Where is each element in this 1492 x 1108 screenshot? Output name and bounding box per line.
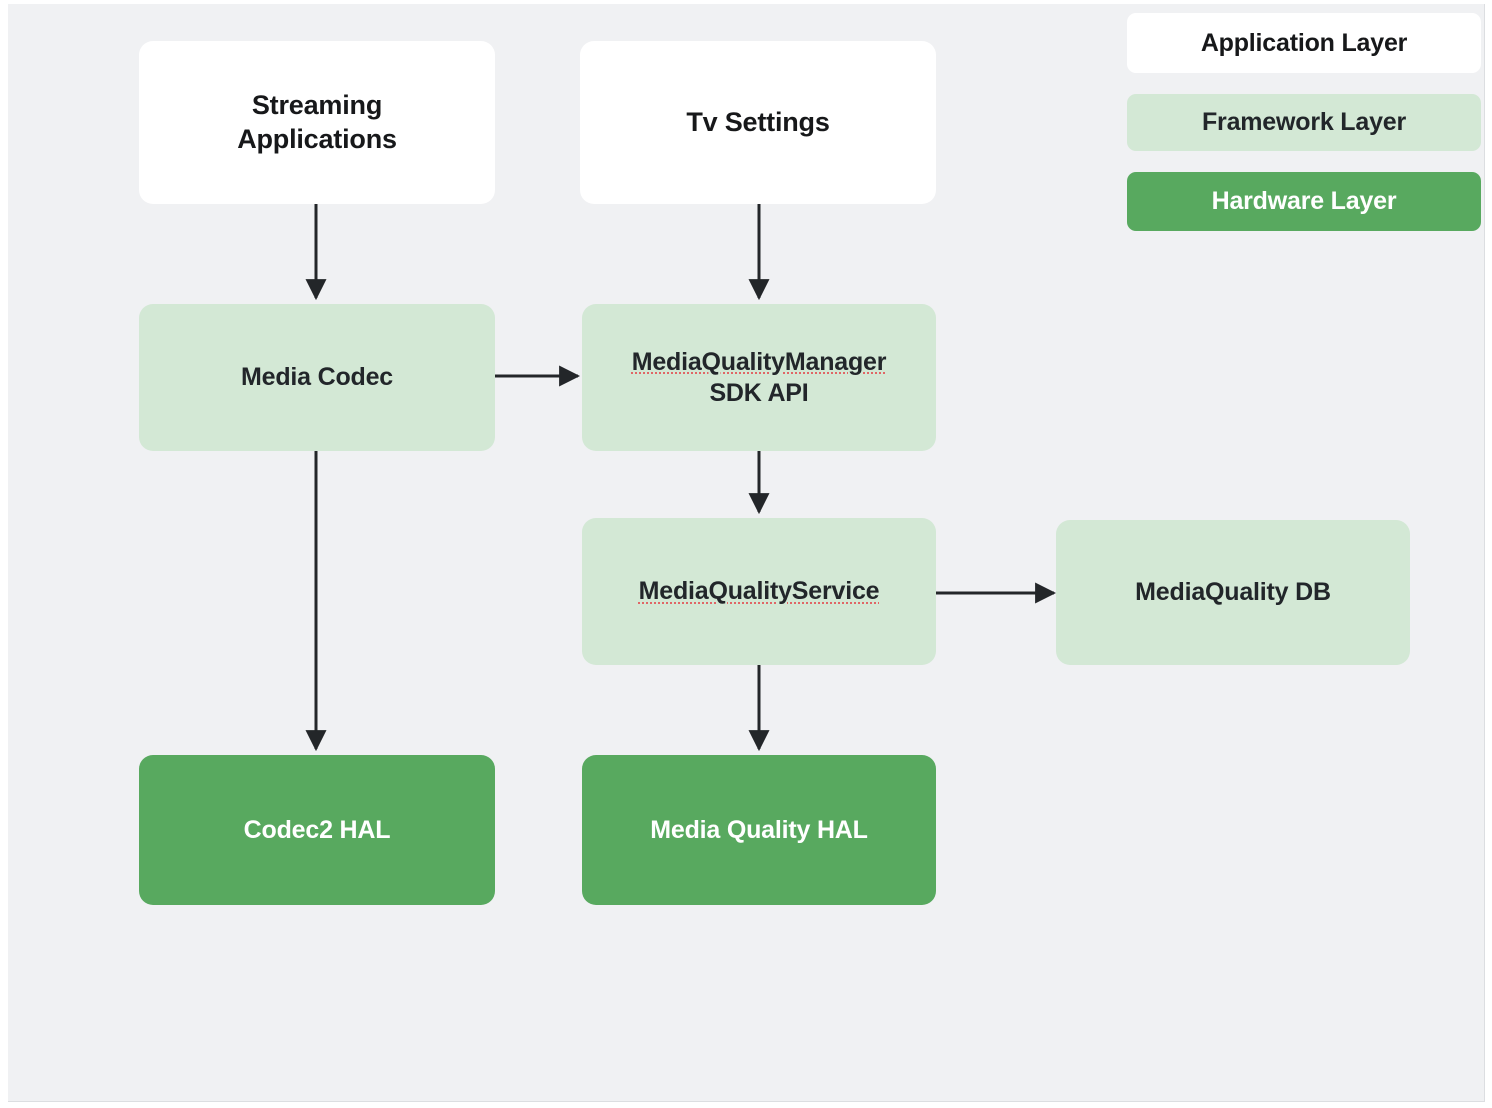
node-mediaqualityservice[interactable]: MediaQualityService (582, 518, 936, 665)
node-tv-settings[interactable]: Tv Settings (580, 41, 936, 204)
legend-item-hardware-layer[interactable]: Hardware Layer (1127, 172, 1481, 231)
legend-item-hardware-layer-label: Hardware Layer (1211, 187, 1397, 215)
legend-item-framework-layer[interactable]: Framework Layer (1127, 94, 1481, 151)
node-mediaqualitymanager-sdk-api[interactable]: MediaQualityManager SDK API (582, 304, 936, 451)
node-mediaqualitymanager-sdk-api-label-line1: MediaQualityManager (631, 347, 887, 376)
node-mediaquality-db-label: MediaQuality DB (1135, 578, 1331, 606)
legend: Application Layer Framework Layer Hardwa… (1127, 13, 1481, 231)
legend-item-framework-layer-label: Framework Layer (1201, 108, 1407, 136)
node-media-quality-hal[interactable]: Media Quality HAL (582, 755, 936, 905)
node-streaming-applications[interactable]: Streaming Applications (139, 41, 495, 204)
node-tv-settings-label: Tv Settings (686, 106, 830, 137)
node-mediaqualitymanager-sdk-api-label: MediaQualityManager SDK API (632, 347, 887, 409)
legend-item-application-layer[interactable]: Application Layer (1127, 13, 1481, 73)
node-mediaqualityservice-label: MediaQualityService (638, 577, 880, 605)
node-codec2-hal[interactable]: Codec2 HAL (139, 755, 495, 905)
node-media-codec-label: Media Codec (241, 363, 393, 391)
node-streaming-applications-label: Streaming Applications (237, 89, 397, 156)
legend-item-application-layer-label: Application Layer (1200, 28, 1408, 57)
node-codec2-hal-label: Codec2 HAL (243, 815, 391, 844)
node-media-quality-hal-label: Media Quality HAL (650, 815, 868, 844)
node-streaming-applications-label-line1: Streaming (251, 90, 383, 121)
node-mediaquality-db[interactable]: MediaQuality DB (1056, 520, 1410, 665)
node-media-codec[interactable]: Media Codec (139, 304, 495, 451)
node-mediaqualitymanager-sdk-api-label-line2: SDK API (709, 378, 809, 407)
node-streaming-applications-label-line2: Applications (237, 123, 397, 154)
diagram-canvas: Streaming Applications Tv Settings Media… (8, 4, 1485, 1102)
